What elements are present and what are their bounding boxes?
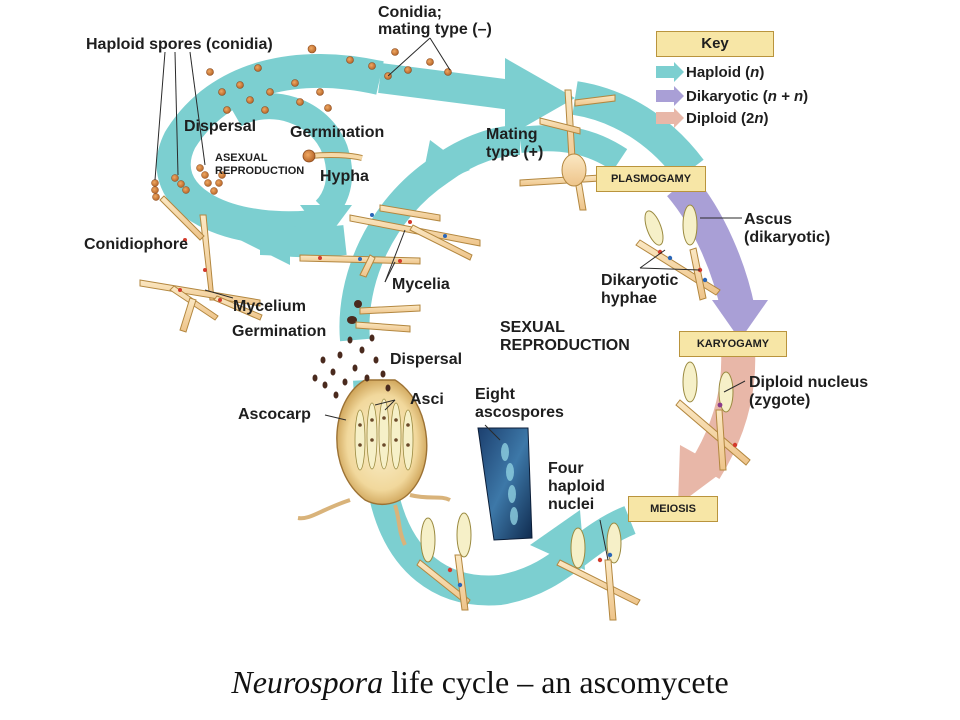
label-sexual-1: SEXUAL bbox=[500, 319, 565, 336]
ascospore-micrograph bbox=[477, 427, 533, 541]
label-asexual-1: ASEXUAL bbox=[215, 152, 268, 164]
key-item-diploid: Diploid (2n) bbox=[656, 109, 769, 127]
caption-genus: Neurospora bbox=[231, 664, 384, 700]
germinating-ascospores bbox=[355, 304, 421, 333]
label-dikaryotic-1: Dikaryotic bbox=[601, 272, 679, 289]
label-four-3: nuclei bbox=[548, 496, 595, 513]
key-item-dikaryotic: Dikaryotic (n + n) bbox=[656, 87, 808, 105]
label-ascus-1: Ascus bbox=[744, 211, 793, 228]
label-hypha: Hypha bbox=[320, 168, 369, 185]
ascus-hyphae bbox=[416, 399, 751, 621]
key-arrows bbox=[656, 62, 684, 128]
label-dispersal-top: Dispersal bbox=[184, 118, 257, 135]
conidiophore-chains bbox=[151, 164, 226, 201]
label-mating-plus-1: Mating bbox=[486, 126, 538, 143]
label-eight-1: Eight bbox=[475, 386, 515, 403]
ascus-nuclei bbox=[447, 249, 738, 588]
key-item-haploid: Haploid (n) bbox=[656, 63, 764, 81]
label-four-1: Four bbox=[548, 460, 584, 477]
label-germination-top: Germination bbox=[290, 124, 385, 141]
tag-meiosis: MEIOSIS bbox=[628, 496, 718, 522]
label-asci: Asci bbox=[410, 391, 444, 408]
mating-hyphae bbox=[519, 89, 616, 211]
label-ascocarp: Ascocarp bbox=[238, 406, 311, 423]
label-conidiophore: Conidiophore bbox=[84, 236, 188, 253]
label-mating-plus-2: type (+) bbox=[486, 144, 544, 161]
label-mating-minus: mating type (–) bbox=[378, 21, 492, 38]
key-text-haploid: Haploid (n) bbox=[686, 63, 765, 81]
label-mycelia: Mycelia bbox=[392, 276, 450, 293]
label-conidia: Conidia; bbox=[378, 4, 442, 21]
label-eight-2: ascospores bbox=[475, 404, 564, 421]
label-four-2: haploid bbox=[548, 478, 605, 495]
label-diploid-1: Diploid nucleus bbox=[749, 374, 869, 391]
label-haploid-spores: Haploid spores (conidia) bbox=[86, 36, 273, 53]
leader-lines bbox=[154, 37, 746, 561]
caption-rest: life cycle – an ascomycete bbox=[383, 664, 729, 700]
figure-caption: Neurospora life cycle – an ascomycete bbox=[0, 664, 960, 701]
key-title: Key bbox=[656, 31, 774, 57]
key-text-diploid: Diploid (2n) bbox=[686, 109, 769, 127]
label-dispersal-mid: Dispersal bbox=[390, 351, 463, 368]
key-text-dikaryotic: Dikaryotic (n + n) bbox=[686, 87, 809, 105]
diploid-arrow bbox=[678, 349, 756, 505]
label-sexual-2: REPRODUCTION bbox=[500, 337, 630, 354]
label-diploid-2: (zygote) bbox=[749, 392, 811, 409]
conidia-spores bbox=[206, 44, 452, 114]
mycelia-art bbox=[299, 204, 481, 278]
label-germination-mid: Germination bbox=[232, 323, 327, 340]
tag-karyogamy: KARYOGAMY bbox=[679, 331, 787, 357]
dikaryotic-arrow bbox=[666, 173, 768, 340]
conidiophore-art bbox=[139, 195, 263, 333]
label-asexual-2: REPRODUCTION bbox=[215, 165, 305, 177]
tag-plasmogamy: PLASMOGAMY bbox=[596, 166, 706, 192]
label-ascus-2: (dikaryotic) bbox=[744, 229, 831, 246]
label-dikaryotic-2: hyphae bbox=[601, 290, 658, 307]
germinating-spore bbox=[302, 149, 363, 163]
label-mycelium: Mycelium bbox=[233, 298, 306, 315]
ascocarp-art bbox=[297, 379, 451, 546]
dispersed-ascospores bbox=[312, 300, 391, 399]
dikaryotic-hyphae-art bbox=[635, 239, 721, 301]
mycelia-nuclei bbox=[178, 213, 447, 302]
